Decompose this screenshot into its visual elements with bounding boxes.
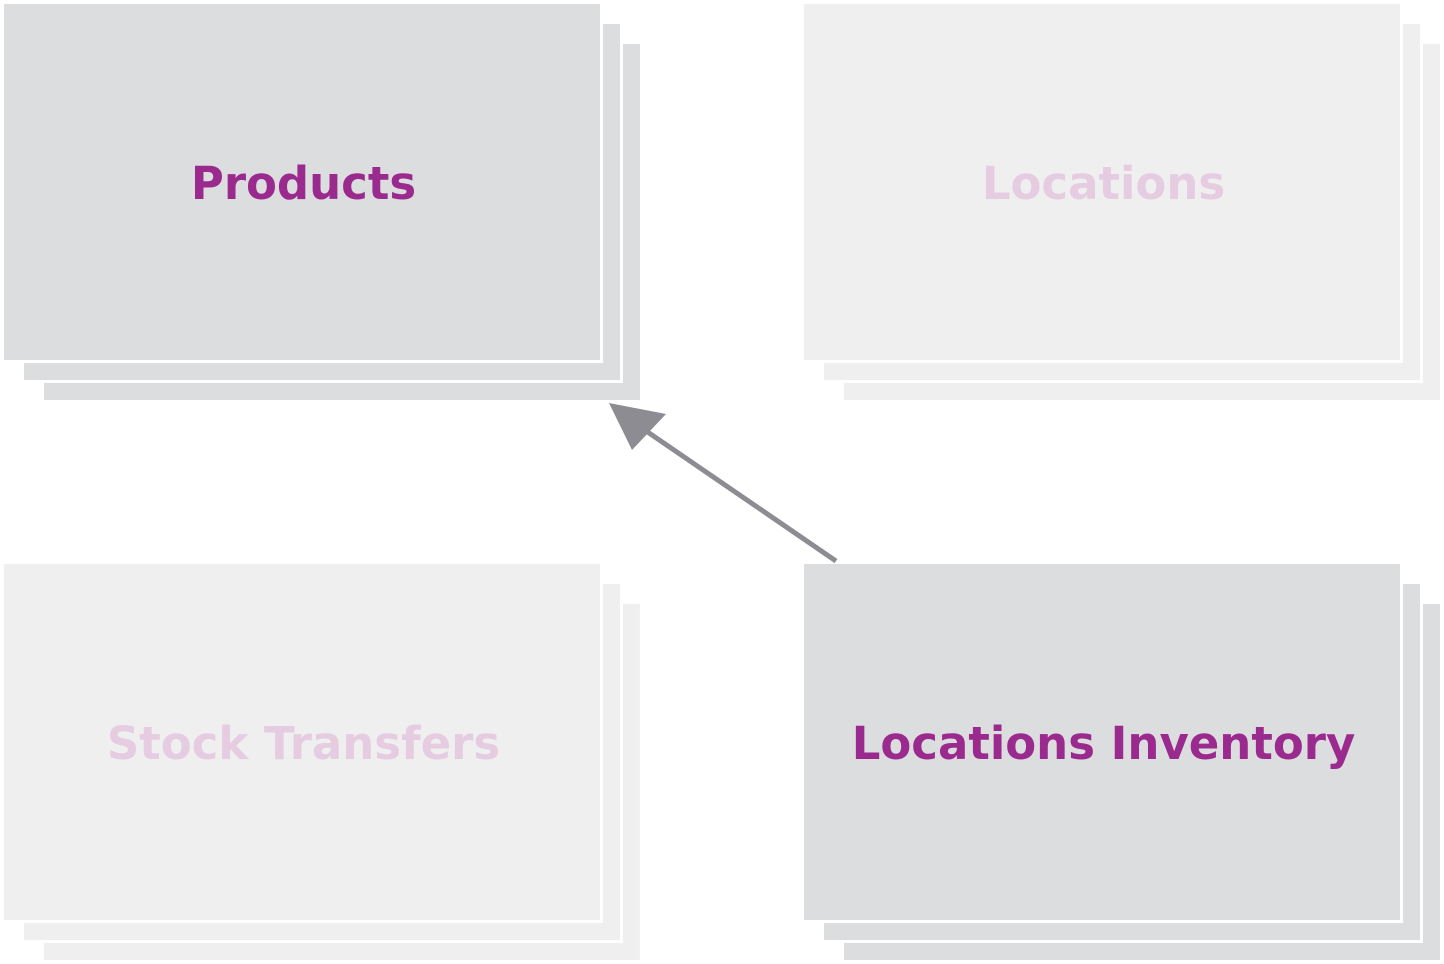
locations-label: Locations [981, 157, 1226, 210]
arrow-head-icon [609, 403, 666, 450]
stock-transfers-node-front-sheet [4, 564, 603, 923]
stock-transfers-node-back-sheet [44, 604, 640, 960]
locations-node-front-sheet [804, 4, 1403, 363]
locations-inventory-node[interactable]: Locations Inventory [804, 564, 1444, 964]
locations-node-middle-sheet [824, 24, 1423, 383]
products-node[interactable]: Products [4, 4, 644, 404]
arrow-shaft [634, 421, 838, 564]
stock-transfers-label: Stock Transfers [106, 717, 501, 770]
products-label: Products [190, 157, 417, 210]
products-node-front-sheet [4, 4, 603, 363]
stock-transfers-node[interactable]: Stock Transfers [4, 564, 644, 964]
stock-transfers-node-middle-sheet [24, 584, 623, 943]
locations-node[interactable]: Locations [804, 4, 1444, 404]
locations-inventory-node-front-sheet [804, 564, 1403, 923]
locations-node-back-sheet [844, 44, 1440, 400]
locations-inventory-label: Locations Inventory [851, 717, 1356, 770]
